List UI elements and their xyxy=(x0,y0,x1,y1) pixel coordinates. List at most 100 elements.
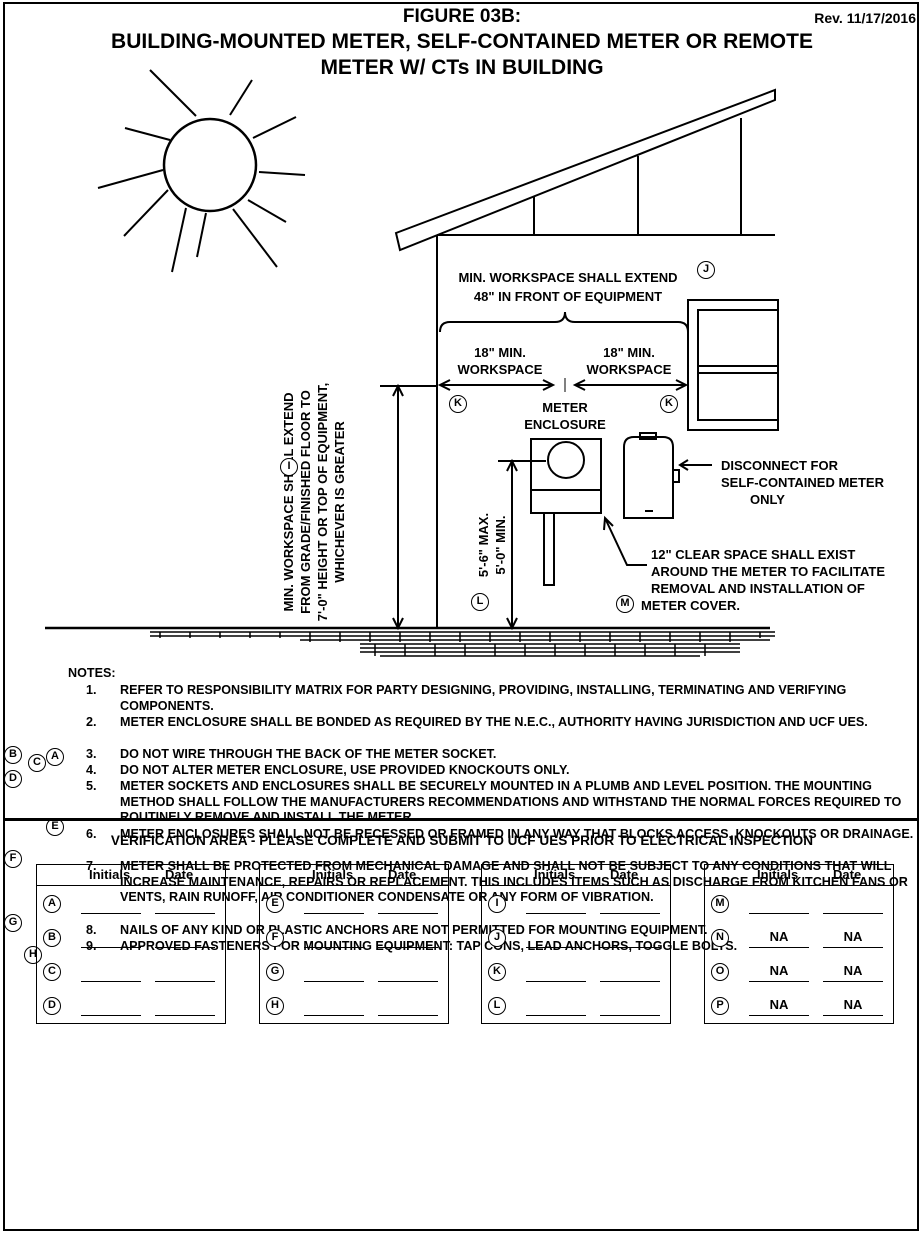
row-marker: L xyxy=(488,997,506,1015)
initials-field[interactable] xyxy=(304,913,364,914)
row-marker: K xyxy=(488,963,506,981)
figure-subtitle-line1: BUILDING-MOUNTED METER, SELF-CONTAINED M… xyxy=(111,30,813,53)
date-field[interactable] xyxy=(155,947,215,948)
verification-row: M xyxy=(711,889,889,919)
vertical-dimension xyxy=(380,383,437,631)
initials-field[interactable] xyxy=(749,913,809,914)
note-marker: B xyxy=(4,746,22,764)
note-number: 8. xyxy=(86,923,97,937)
clear-space-leader xyxy=(603,515,647,566)
date-field[interactable] xyxy=(600,913,660,914)
initials-field[interactable] xyxy=(304,947,364,948)
note-number: 3. xyxy=(86,747,97,761)
verification-title: VERIFICATION AREA - PLEASE COMPLETE AND … xyxy=(110,833,814,848)
note-text: METER SOCKETS AND ENCLOSURES SHALL BE SE… xyxy=(120,779,902,824)
column-header-initials: Initials xyxy=(312,867,354,882)
note-text: METER ENCLOSURE SHALL BE BONDED AS REQUI… xyxy=(120,715,868,729)
date-field[interactable] xyxy=(378,913,438,914)
date-field[interactable] xyxy=(600,947,660,948)
row-marker: D xyxy=(43,997,61,1015)
verification-row: J xyxy=(488,923,666,953)
workspace-extend-label-2: 48" IN FRONT OF EQUIPMENT xyxy=(473,289,663,304)
initials-field[interactable] xyxy=(526,1015,586,1016)
marker-j: J xyxy=(697,261,715,279)
column-header-initials: Initials xyxy=(534,867,576,882)
date-field[interactable] xyxy=(155,913,215,914)
date-field[interactable] xyxy=(600,981,660,982)
vertical-text-line3: 7'-0" HEIGHT OR TOP OF EQUIPMENT, xyxy=(315,382,330,622)
row-marker: P xyxy=(711,997,729,1015)
date-field[interactable] xyxy=(823,947,883,948)
note-number: 6. xyxy=(86,827,97,841)
initials-field[interactable] xyxy=(304,981,364,982)
date-field[interactable] xyxy=(378,947,438,948)
right-workspace-label-2: WORKSPACE xyxy=(586,362,672,377)
vertical-text-line4: WHICHEVER IS GREATER xyxy=(332,421,347,583)
verification-row: L xyxy=(488,991,666,1021)
verification-row: C xyxy=(43,957,221,987)
note-text: DO NOT ALTER METER ENCLOSURE, USE PROVID… xyxy=(120,763,570,777)
note-number: 1. xyxy=(86,683,97,697)
initials-field[interactable] xyxy=(749,981,809,982)
height-min-label: 5'-0" MIN. xyxy=(493,515,508,575)
vertical-text-line2: FROM GRADE/FINISHED FLOOR TO xyxy=(298,390,313,614)
clear-space-label-4: METER COVER. xyxy=(641,598,740,613)
initials-field[interactable] xyxy=(81,1015,141,1016)
column-header-initials: Initials xyxy=(757,867,799,882)
row-marker: H xyxy=(266,997,284,1015)
note-marker: A xyxy=(46,748,64,766)
date-field[interactable] xyxy=(155,981,215,982)
column-header-date: Date xyxy=(388,867,417,882)
initials-field[interactable] xyxy=(749,947,809,948)
header-separator xyxy=(37,885,225,886)
disconnect-label-3: ONLY xyxy=(750,492,785,507)
verification-row: K xyxy=(488,957,666,987)
vertical-workspace-text: MIN. WORKSPACE SHALL EXTEND FROM GRADE/F… xyxy=(280,347,348,657)
clear-space-label-2: AROUND THE METER TO FACILITATE xyxy=(651,564,885,579)
date-field[interactable] xyxy=(600,1015,660,1016)
initials-field[interactable] xyxy=(526,981,586,982)
note-text: DO NOT WIRE THROUGH THE BACK OF THE METE… xyxy=(120,747,497,761)
date-field[interactable] xyxy=(823,913,883,914)
left-workspace-label-2: WORKSPACE xyxy=(457,362,543,377)
meter-height-dimension xyxy=(498,458,546,631)
initials-field[interactable] xyxy=(749,1015,809,1016)
column-header-date: Date xyxy=(833,867,862,882)
height-max-label: 5'-6" MAX. xyxy=(476,512,491,578)
row-marker: I xyxy=(488,895,506,913)
date-value: NA xyxy=(843,963,863,978)
disconnect-drawing xyxy=(623,432,712,519)
vertical-text-line1: MIN. WORKSPACE SHALL EXTEND xyxy=(281,392,296,612)
initials-field[interactable] xyxy=(81,913,141,914)
date-field[interactable] xyxy=(823,1015,883,1016)
header-separator xyxy=(705,885,893,886)
meter-enclosure-label-2: ENCLOSURE xyxy=(524,417,606,432)
header-separator xyxy=(482,885,670,886)
initials-field[interactable] xyxy=(81,947,141,948)
verification-row: G xyxy=(266,957,444,987)
note-number: 5. xyxy=(86,779,97,793)
column-header-initials: Initials xyxy=(89,867,131,882)
date-value: NA xyxy=(843,929,863,944)
date-field[interactable] xyxy=(823,981,883,982)
date-field[interactable] xyxy=(378,1015,438,1016)
clear-space-label-3: REMOVAL AND INSTALLATION OF xyxy=(651,581,865,596)
initials-field[interactable] xyxy=(304,1015,364,1016)
sun-icon xyxy=(97,69,306,273)
initials-field[interactable] xyxy=(81,981,141,982)
meter-enclosure-drawing xyxy=(530,438,602,586)
row-marker: M xyxy=(711,895,729,913)
initials-field[interactable] xyxy=(526,913,586,914)
row-marker: O xyxy=(711,963,729,981)
row-marker: N xyxy=(711,929,729,947)
row-marker: B xyxy=(43,929,61,947)
initials-field[interactable] xyxy=(526,947,586,948)
building-diagram xyxy=(45,69,779,657)
initials-value: NA xyxy=(769,963,789,978)
verification-row: I xyxy=(488,889,666,919)
initials-value: NA xyxy=(769,997,789,1012)
row-marker: A xyxy=(43,895,61,913)
date-field[interactable] xyxy=(378,981,438,982)
date-field[interactable] xyxy=(155,1015,215,1016)
